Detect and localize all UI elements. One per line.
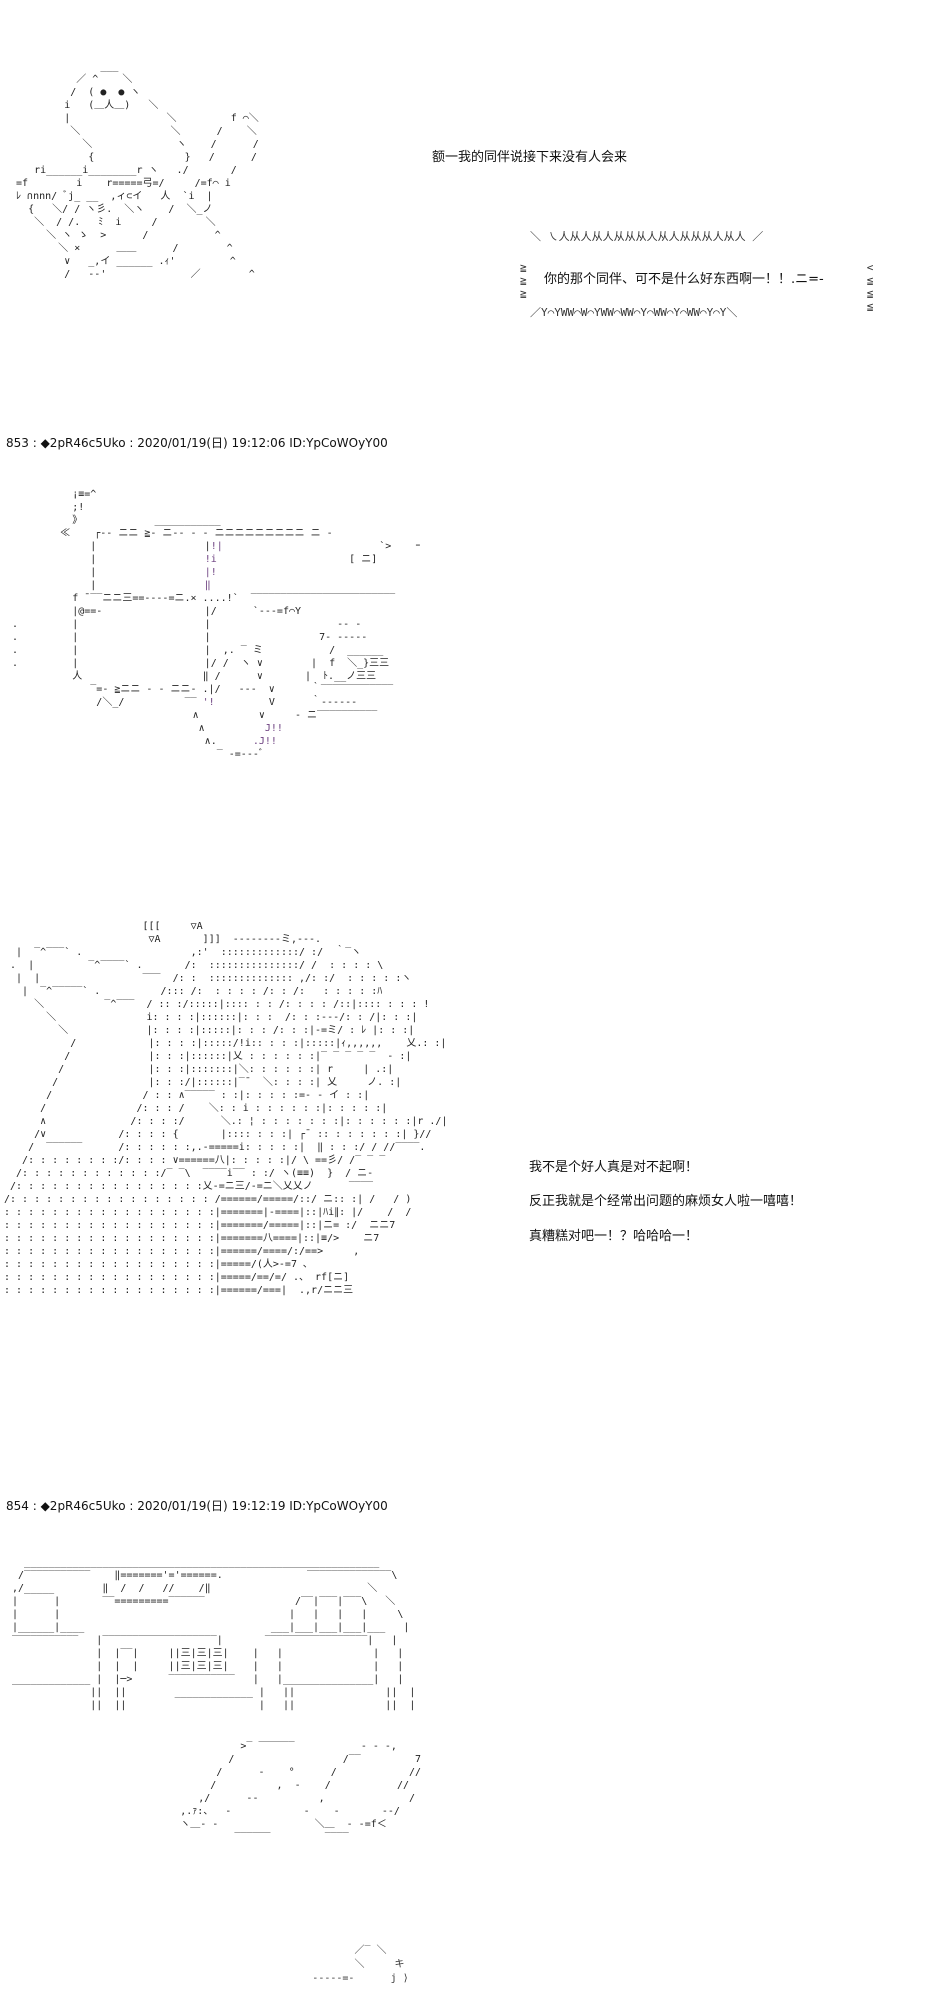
dialogue-line-1: 我不是个好人真是对不起啊！	[529, 1160, 699, 1175]
speech-bubble: ＼ ㇏人从人从人从从从人从人从从从人从人 ／ ≧ ≧ ≧ < ≦ ≦ ≦ 你的那…	[520, 228, 880, 324]
narration-text: 额一我的同伴说接下来没有人会来	[432, 150, 628, 165]
door-handle-ascii-art: ／‾ ＼ ＼ キ ‐‐‐‐‐=‐ j ⟩	[312, 1945, 409, 1984]
vehicle-ascii-art: ¡≡=^ ;! 》 ___________ ≪ ┌‐‐ ニニ ≧‐ ニ‐‐ ‐ …	[12, 489, 421, 760]
bubble-text: 你的那个同伴、可不是什么好东西啊一！！.ニ=-	[544, 272, 824, 287]
hand-ascii-art: >‾ ‾‾‾‾‾‾ ‐ ‐ ‐, / /‾‾ 7 / ‐ ° / // / , …	[180, 1741, 422, 1843]
dialogue-line-2: 反正我就是个经常出问题的麻烦女人啦一嘻嘻！	[529, 1194, 803, 1209]
post-header-854: 854 : ◆2pR46c5Uko : 2020/01/19(日) 19:12:…	[6, 1499, 388, 1513]
bubble-left-edge: ≧ ≧ ≧	[520, 261, 527, 300]
car-interior-ascii-art: ________________________________________…	[12, 1557, 416, 1711]
girl-ascii-art: [[[ ▽A ▽A ]]] ‐‐‐‐‐‐‐‐ミ,‐‐‐. | ‾^‾‾‾` . …	[4, 921, 448, 1296]
bubble-right-edge: < ≦ ≦ ≦	[866, 261, 874, 313]
character-ascii-art: ___ ／ ^ ＼ / ( ● ● ヽ i (＿人＿) ＼ | ＼ f ⌒＼ ＼…	[16, 61, 259, 280]
dialogue-line-3: 真糟糕对吧一！？哈哈哈一！	[529, 1229, 699, 1244]
post-header-853: 853 : ◆2pR46c5Uko : 2020/01/19(日) 19:12:…	[6, 436, 388, 450]
bubble-bottom-edge: ／Y⌒YWW⌒W⌒YWW⌒WW⌒Y⌒WW⌒Y⌒WW⌒Y⌒Y＼	[530, 306, 738, 319]
bubble-top-edge: ＼ ㇏人从人从人从从从人从人从从从人从人 ／	[530, 230, 764, 243]
